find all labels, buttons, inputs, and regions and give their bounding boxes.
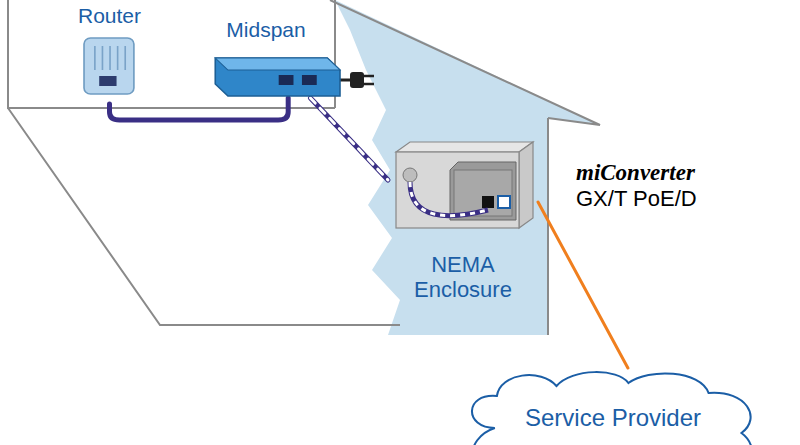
roof-line xyxy=(330,0,600,125)
facade-edge xyxy=(547,118,549,335)
node-label: NEMA Enclosure xyxy=(403,252,523,303)
product-label: miConverter xyxy=(576,160,695,186)
power-plug xyxy=(350,72,364,88)
cable xyxy=(310,98,388,180)
floor-outline xyxy=(8,108,400,325)
service-provider-cloud: Service Provider xyxy=(464,368,762,445)
cable xyxy=(538,202,628,368)
plug-pins xyxy=(364,76,374,84)
house-facade xyxy=(335,0,600,335)
cable xyxy=(110,98,289,120)
node-label: Service Provider xyxy=(464,404,762,432)
router-device: Router xyxy=(58,4,161,104)
product-label: GX/T PoE/D xyxy=(576,186,697,212)
cable-stripe xyxy=(310,98,388,180)
node-label: Midspan xyxy=(192,18,340,42)
midspan-injector: Midspan xyxy=(192,18,340,98)
node-label: Router xyxy=(58,4,161,28)
nema-enclosure: NEMA Enclosure xyxy=(388,140,538,310)
